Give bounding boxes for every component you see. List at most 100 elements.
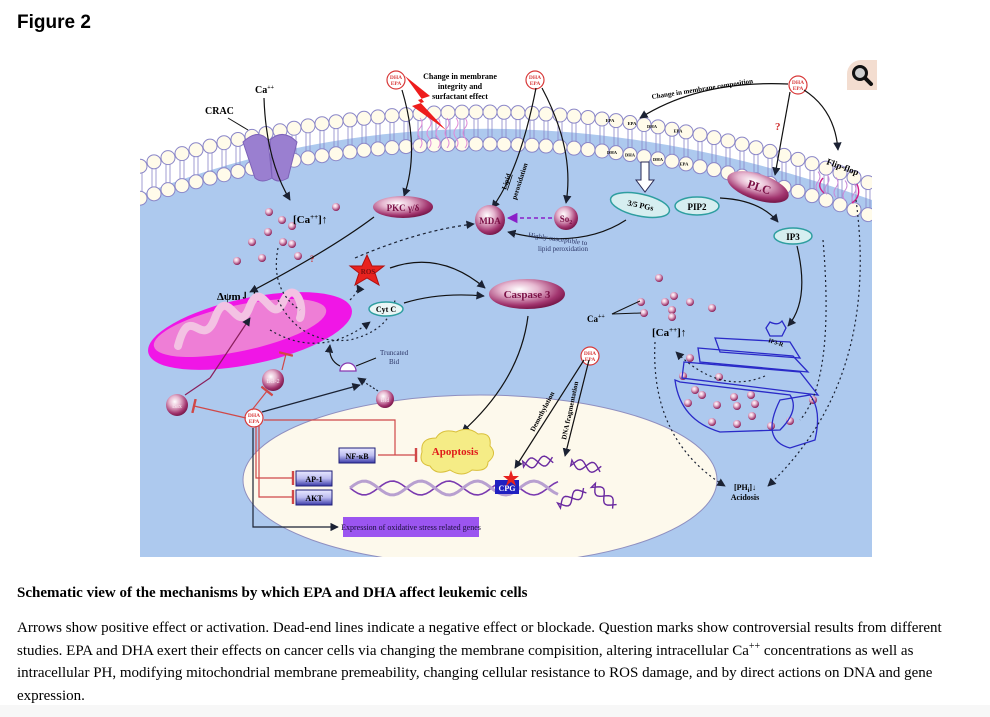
lipid-label: EPA [680, 162, 689, 167]
lipid-head [174, 178, 190, 194]
lipid-head [384, 140, 400, 156]
calcium-ion [233, 257, 241, 265]
calcium-ion [294, 252, 302, 260]
lipid-label: DHA [647, 124, 658, 129]
dna-fragment [521, 455, 554, 469]
svg-text:surfactant effect: surfactant effect [432, 92, 488, 101]
lipid-head [762, 143, 778, 159]
svg-text:ROS: ROS [361, 268, 376, 276]
lipid-head [314, 148, 330, 164]
calcium-ion [733, 402, 741, 410]
calcium-ion [640, 309, 648, 317]
lipid-head [846, 170, 862, 186]
apoptosis-cloud [420, 428, 494, 475]
lipid-head [496, 104, 512, 120]
lipid-head [300, 118, 316, 134]
calcium-ion [686, 354, 694, 362]
lipid-label: EPA [606, 118, 615, 123]
calcium-ion [786, 417, 794, 425]
lipid-head [440, 104, 456, 120]
lipid-head [216, 135, 232, 151]
node-bid [376, 390, 394, 408]
calcium-ion [708, 304, 716, 312]
lipid-head [384, 108, 400, 124]
calcium-ion [288, 240, 296, 248]
crac-channel [242, 134, 298, 182]
lipid-head [496, 136, 512, 152]
node-nfkb [338, 447, 376, 464]
lipid-head [468, 136, 484, 152]
svg-text:Change in membrane composition: Change in membrane composition [651, 77, 754, 101]
svg-text:CPG: CPG [499, 484, 516, 493]
caption-title: Schematic view of the mechanisms by whic… [17, 585, 528, 601]
lipid-head [860, 175, 872, 191]
calcium-ion [686, 298, 694, 306]
calcium-ion [332, 203, 340, 211]
lipid-head [482, 136, 498, 152]
svg-text:AKT: AKT [305, 494, 323, 503]
calcium-ion [730, 393, 738, 401]
lipid-head [734, 136, 750, 152]
calcium-ion [655, 274, 663, 282]
lipid-head [328, 114, 344, 130]
lipid-head [230, 163, 246, 179]
node-pip2 [674, 196, 720, 216]
lipid-head [804, 156, 820, 172]
lipid-head [566, 108, 582, 124]
node-ip3 [773, 227, 813, 245]
lipid-head [678, 124, 694, 140]
calcium-ion [684, 399, 692, 407]
lipid-head [370, 109, 386, 125]
lipid-head [140, 190, 148, 206]
lipid-head [468, 104, 484, 120]
lipid-label: EPA [628, 121, 637, 126]
svg-text:DHA: DHA [248, 413, 260, 419]
svg-text:Bcl-2: Bcl-2 [266, 379, 279, 385]
svg-text:EPA: EPA [585, 357, 596, 363]
calcium-ion [747, 391, 755, 399]
calcium-ion [670, 292, 678, 300]
calcium-ion [258, 254, 266, 262]
node-cytc [368, 301, 404, 317]
ca-i-label-left: [Ca++]↑ [293, 213, 327, 226]
lipid-head [342, 144, 358, 160]
lipid-head [678, 156, 694, 172]
svg-text:Caspase 3: Caspase 3 [504, 289, 551, 301]
lipid-label: DHA [607, 150, 618, 155]
svg-text:?: ? [310, 254, 315, 264]
lipid-head [202, 170, 218, 186]
caption-body: Arrows show positive effect or activatio… [17, 620, 942, 704]
svg-text:So2: So2 [560, 214, 573, 226]
lipid-label: EPA [674, 128, 683, 133]
lipid-head [398, 107, 414, 123]
node-so2 [554, 206, 578, 230]
zoom-button[interactable] [847, 60, 877, 90]
ros-star [348, 253, 386, 287]
lipid-head [146, 154, 162, 170]
svg-text:Expression of oxidative stress: Expression of oxidative stress related g… [341, 523, 481, 532]
node-pkc [373, 196, 433, 218]
calcium-ion [733, 420, 741, 428]
lipid-label: DHA [653, 157, 664, 162]
dna-fragment [556, 487, 587, 510]
calcium-ion [637, 298, 645, 306]
crac-label: CRAC [205, 106, 234, 117]
lipid-head [356, 142, 372, 158]
lipid-head [832, 197, 848, 213]
calcium-ion [715, 373, 723, 381]
phi-label: [PHi]↓ [734, 483, 756, 494]
lipid-head [524, 137, 540, 153]
calcium-ion [708, 418, 716, 426]
lipid-head [188, 142, 204, 158]
footer-bar [0, 705, 990, 717]
svg-text:?: ? [775, 121, 781, 133]
acidosis-label: Acidosis [731, 493, 759, 502]
calcium-ion [751, 400, 759, 408]
lipid-head [748, 140, 764, 156]
